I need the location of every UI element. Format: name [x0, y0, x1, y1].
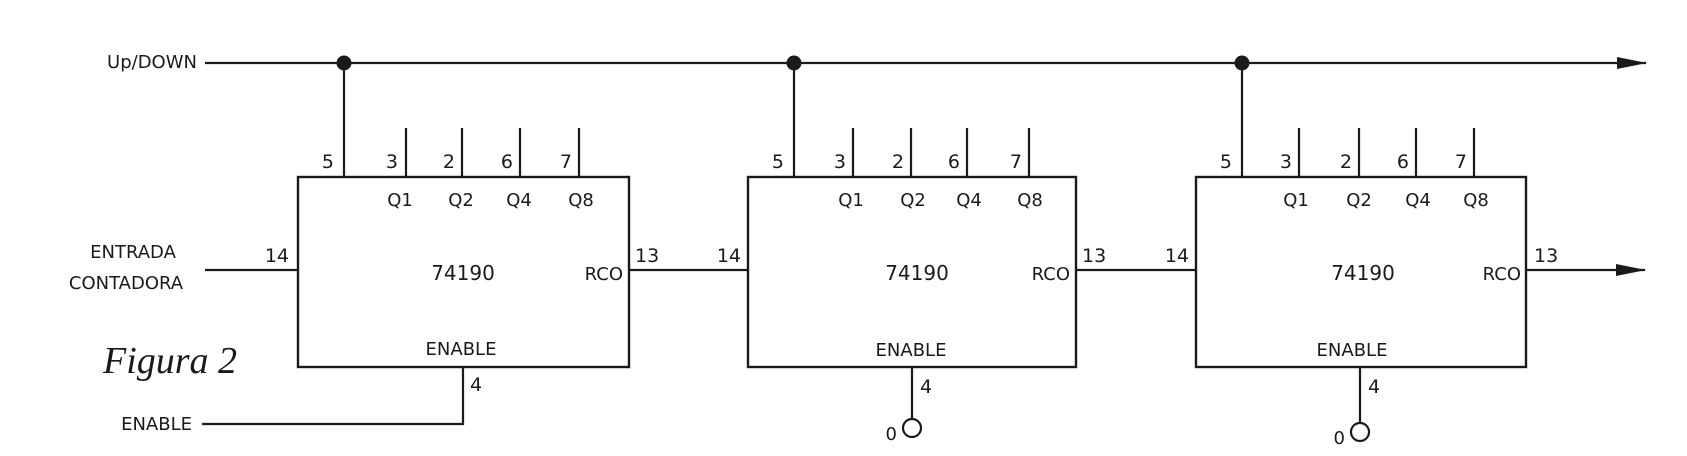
counter-chip-2: 5 3 Q1 2 Q2 6 Q4 7 Q8 14 74190 RCO 13 EN…: [717, 55, 1106, 445]
enable-input-wire: [202, 367, 465, 426]
counter-3-q4-label: Q4: [1405, 190, 1431, 211]
counter-3-q4-pin: 6: [1397, 151, 1409, 173]
counter-3-junction-dot: [1234, 55, 1250, 71]
counter-1-part-number: 74190: [431, 261, 495, 285]
counter-1-enable-pin: 4: [470, 374, 482, 396]
counter-1-body: [296, 175, 631, 369]
counter-1-q4-label: Q4: [506, 190, 532, 211]
counter-3-enable-tie-terminal: [1349, 421, 1371, 443]
counter-2-q2-pin: 2: [892, 151, 904, 173]
counter-2-q8-pin: 7: [1010, 151, 1022, 173]
counter-1-pin-updown: 5: [322, 151, 334, 173]
counter-3-q1-pin: 3: [1280, 151, 1292, 173]
counter-2-q8-label: Q8: [1017, 190, 1043, 211]
counter-3-q1-label: Q1: [1283, 190, 1309, 211]
counter-3-q2-label: Q2: [1346, 190, 1372, 211]
counter-1-q8-pin: 7: [560, 151, 572, 173]
counter-chip-1: 5 3 Q1 2 Q2 6 Q4 7 Q8 14 74190 RCO 13 EN…: [265, 55, 659, 396]
counter-3-q8-pin: 7: [1455, 151, 1467, 173]
counter-2-rco-pin: 13: [1082, 245, 1106, 267]
counter-1-q1-label: Q1: [387, 190, 413, 211]
entrada-label-line2: CONTADORA: [69, 273, 184, 294]
counter-chip-3: 5 3 Q1 2 Q2 6 Q4 7 Q8 14 74190 RCO 13 EN…: [1165, 55, 1558, 449]
counter-1-junction-dot: [336, 55, 352, 71]
counter-1-clock-pin: 14: [265, 245, 289, 267]
counter-3-rco-pin: 13: [1534, 245, 1558, 267]
counter-2-junction-dot: [786, 55, 802, 71]
counter-1-q4-pin: 6: [501, 151, 513, 173]
counter-2-enable-tie-value: 0: [886, 424, 897, 445]
up-down-label: Up/DOWN: [107, 52, 197, 73]
counter-3-enable-pin: 4: [1368, 376, 1380, 398]
counter-2-q4-label: Q4: [956, 190, 982, 211]
counter-2-pin-updown: 5: [772, 151, 784, 173]
counter-3-q8-label: Q8: [1463, 190, 1489, 211]
counter-1-enable-label: ENABLE: [426, 339, 497, 360]
counter-2-q4-pin: 6: [948, 151, 960, 173]
counter-1-q2-pin: 2: [443, 151, 455, 173]
figure-caption: Figura 2: [102, 340, 237, 382]
counter-1-rco-label: RCO: [585, 264, 623, 285]
counter-2-enable-label: ENABLE: [876, 340, 947, 361]
counter-1-q1-pin: 3: [386, 151, 398, 173]
counter-3-q2-pin: 2: [1340, 151, 1352, 173]
counter-2-enable-pin: 4: [920, 376, 932, 398]
counter-3-rco-label: RCO: [1483, 264, 1521, 285]
entrada-label-line1: ENTRADA: [90, 242, 176, 263]
enable-input-label: ENABLE: [121, 414, 192, 435]
counter-3-clock-pin: 14: [1165, 245, 1189, 267]
counter-3-enable-label: ENABLE: [1317, 340, 1388, 361]
counter-1-rco-pin: 13: [635, 245, 659, 267]
counter-2-q2-label: Q2: [900, 190, 926, 211]
counter-2-enable-tie-terminal: [901, 417, 923, 439]
counter-2-part-number: 74190: [885, 261, 949, 285]
counter-1-q2-label: Q2: [448, 190, 474, 211]
counter-2-rco-label: RCO: [1032, 264, 1070, 285]
counter-1-q8-label: Q8: [568, 190, 594, 211]
counter-2-clock-pin: 14: [717, 245, 741, 267]
counter-3-enable-tie-value: 0: [1334, 428, 1345, 449]
counter-2-q1-label: Q1: [838, 190, 864, 211]
counter-3-pin-updown: 5: [1220, 151, 1232, 173]
counter-2-q1-pin: 3: [834, 151, 846, 173]
counter-3-part-number: 74190: [1331, 261, 1395, 285]
